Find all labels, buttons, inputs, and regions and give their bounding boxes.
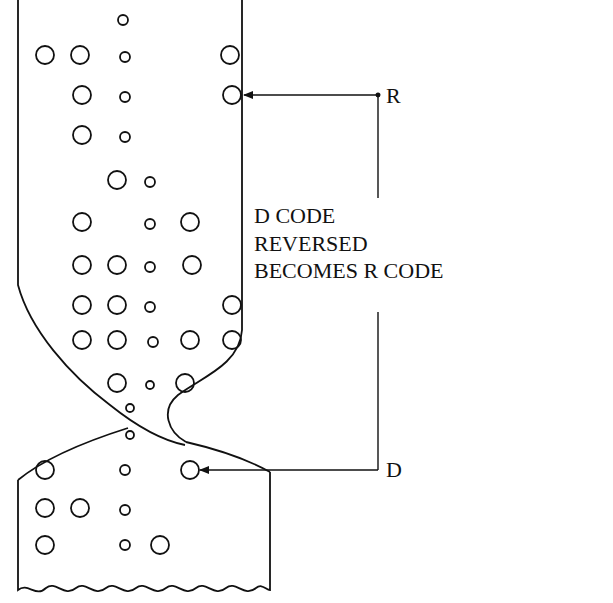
code-hole (73, 126, 91, 144)
code-hole (73, 213, 91, 231)
code-hole (36, 499, 54, 517)
tape-outline (18, 0, 270, 591)
code-hole (221, 46, 239, 64)
code-hole (181, 213, 199, 231)
code-hole (183, 256, 201, 274)
sprocket-hole (118, 15, 128, 25)
sprocket-hole (120, 505, 130, 515)
sprocket-hole (126, 404, 134, 412)
code-hole (73, 296, 91, 314)
sprocket-hole (120, 465, 130, 475)
code-hole (36, 536, 54, 554)
bracket-line (377, 312, 378, 470)
bracket-line (377, 95, 378, 198)
note-text: D CODE REVERSED BECOMES R CODE (252, 202, 452, 285)
code-hole (36, 461, 54, 479)
code-hole (108, 171, 126, 189)
code-hole (73, 256, 91, 274)
code-hole (36, 46, 54, 64)
code-hole (223, 86, 241, 104)
sprocket-hole (126, 431, 134, 439)
code-hole (108, 256, 126, 274)
sprocket-hole (145, 262, 155, 272)
sprocket-hole (120, 92, 130, 102)
code-hole (223, 296, 241, 314)
code-hole (108, 331, 126, 349)
code-hole (73, 86, 91, 104)
sprocket-hole (145, 177, 155, 187)
code-hole (176, 374, 194, 392)
lower-tape-torn-edge (18, 472, 270, 591)
lower-tape-left-edge (18, 428, 128, 480)
code-hole (151, 536, 169, 554)
code-hole (108, 296, 126, 314)
d-leader (200, 469, 378, 470)
code-hole (71, 499, 89, 517)
code-hole (181, 461, 199, 479)
sprocket-hole (120, 52, 130, 62)
hole-label: R (384, 82, 403, 110)
sprocket-hole (148, 337, 158, 347)
punched-holes (36, 15, 241, 554)
r-leader (244, 94, 378, 95)
code-hole (223, 331, 241, 349)
code-hole (181, 331, 199, 349)
sprocket-hole (145, 219, 155, 229)
code-hole (73, 331, 91, 349)
code-hole (108, 374, 126, 392)
upper-tape-left-edge (18, 0, 185, 445)
sprocket-hole (145, 302, 155, 312)
sprocket-hole (120, 540, 130, 550)
code-hole (71, 46, 89, 64)
hole-label: D (384, 456, 404, 484)
upper-tape-right-edge (168, 0, 242, 442)
sprocket-hole (146, 381, 154, 389)
sprocket-hole (120, 132, 130, 142)
